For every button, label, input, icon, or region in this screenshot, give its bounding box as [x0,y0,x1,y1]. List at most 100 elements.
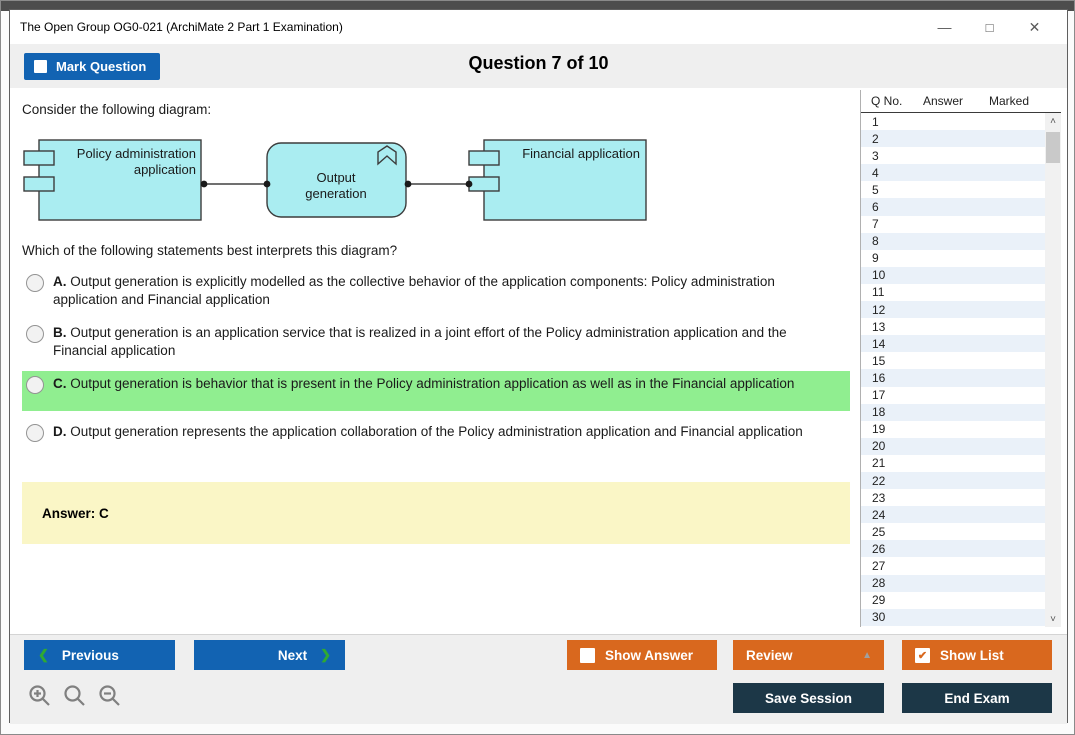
show-list-checkbox-icon: ✔ [915,647,930,663]
option-row[interactable]: B. Output generation is an application s… [22,320,850,363]
question-row[interactable]: 20 [861,437,1061,455]
question-number: 10 [872,268,886,283]
question-row[interactable]: 11 [861,283,1061,302]
question-row[interactable]: 5 [861,181,1061,199]
question-row[interactable]: 18 [861,403,1061,421]
question-row[interactable]: 15 [861,352,1061,370]
question-number: 12 [872,302,886,317]
question-row[interactable]: 7 [861,215,1061,233]
show-answer-button[interactable]: Show Answer [567,640,717,670]
zoom-tools [27,683,123,709]
question-number: 11 [872,285,885,300]
option-radio[interactable] [26,274,44,292]
question-list-scrollbar[interactable]: ˄ ˅ [1045,113,1061,627]
question-row[interactable]: 12 [861,301,1061,319]
question-row[interactable]: 9 [861,249,1061,267]
assignment-ball-icon [465,180,473,188]
option-row[interactable]: A. Output generation is explicitly model… [22,269,850,312]
end-exam-button[interactable]: End Exam [902,683,1052,713]
question-row[interactable]: 2 [861,130,1061,148]
question-row[interactable]: 19 [861,420,1061,438]
question-row[interactable]: 29 [861,591,1061,609]
option-radio[interactable] [26,325,44,343]
assignment-ball-icon [200,180,208,188]
question-number: 15 [872,353,886,368]
question-row[interactable]: 30 [861,608,1061,626]
question-number: 17 [872,388,886,403]
background-window-edge [1,1,1074,11]
right-component-label: Financial application [522,146,640,161]
question-header-band: Mark Question Question 7 of 10 [10,44,1067,88]
assignment-ball-icon [263,180,271,188]
question-row[interactable]: 1 [861,113,1061,131]
question-row[interactable]: 27 [861,557,1061,575]
option-radio[interactable] [26,424,44,442]
previous-button[interactable]: ❮ Previous [24,640,175,670]
question-row[interactable]: 4 [861,164,1061,182]
question-number: 30 [872,610,886,625]
component-port-icon [468,150,500,166]
question-row[interactable]: 14 [861,335,1061,353]
show-list-button[interactable]: ✔ Show List [902,640,1052,670]
column-qno: Q No. [871,94,903,108]
mark-question-checkbox-icon [34,60,47,73]
zoom-in-icon[interactable] [27,683,53,709]
question-row[interactable]: 25 [861,523,1061,541]
question-row[interactable]: 10 [861,266,1061,284]
question-row[interactable]: 23 [861,489,1061,507]
left-component-label-line2: application [134,162,196,177]
scrollbar-thumb[interactable] [1046,132,1060,163]
next-label: Next [277,647,308,663]
minimize-icon[interactable]: — [937,19,952,35]
question-number: 22 [872,473,886,488]
question-row[interactable]: 21 [861,454,1061,472]
answer-box: Answer: C [22,482,850,544]
question-row[interactable]: 6 [861,198,1061,216]
mark-question-button[interactable]: Mark Question [24,53,161,80]
zoom-reset-icon[interactable] [62,683,88,709]
function-label-line2: generation [305,186,366,201]
review-dropdown-button[interactable]: Review ▲ [733,640,884,670]
question-number: 3 [872,148,879,163]
question-row[interactable]: 28 [861,574,1061,592]
scroll-down-icon[interactable]: ˅ [1050,613,1056,625]
previous-label: Previous [61,647,119,663]
question-number: 4 [872,165,879,180]
option-row[interactable]: D. Output generation represents the appl… [22,419,850,459]
component-port-icon [468,176,500,192]
question-row[interactable]: 26 [861,540,1061,558]
question-number: 24 [872,507,886,522]
question-row[interactable]: 3 [861,147,1061,165]
close-icon[interactable]: ✕ [1028,18,1041,35]
next-button[interactable]: Next ❯ [194,640,345,670]
question-row[interactable]: 17 [861,386,1061,404]
component-port-icon [23,176,55,192]
save-session-button[interactable]: Save Session [733,683,884,713]
question-row[interactable]: 22 [861,471,1061,490]
interaction-arch-icon [377,145,397,166]
option-text: D. Output generation represents the appl… [53,424,803,439]
question-row[interactable]: 13 [861,318,1061,336]
end-exam-label: End Exam [944,690,1010,706]
zoom-out-icon[interactable] [97,683,123,709]
question-number: 23 [872,490,886,505]
question-number: 21 [872,456,886,471]
question-number: 29 [872,593,886,608]
dropdown-up-triangle-icon: ▲ [862,649,872,661]
question-panel: Consider the following diagram: [10,88,1067,634]
scroll-up-icon[interactable]: ˄ [1050,115,1056,127]
option-text: B. Output generation is an application s… [53,325,787,358]
question-number: 7 [872,217,879,232]
option-row[interactable]: C. Output generation is behavior that is… [22,371,850,411]
question-row[interactable]: 16 [861,369,1061,387]
component-box-right [483,139,647,221]
question-row[interactable]: 24 [861,506,1061,524]
options: A. Output generation is explicitly model… [22,269,850,467]
option-radio[interactable] [26,376,44,394]
maximize-icon[interactable]: □ [985,19,994,35]
window-controls: — □ ✕ [922,10,1057,44]
question-row[interactable]: 8 [861,232,1061,250]
save-session-label: Save Session [764,690,853,706]
question-number: 1 [872,114,879,129]
